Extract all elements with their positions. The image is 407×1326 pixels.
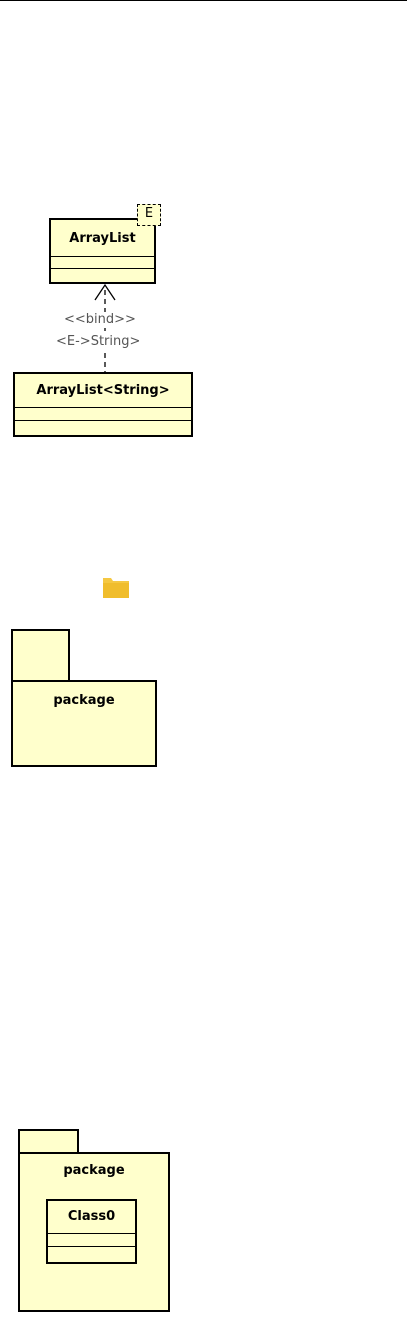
operations-compartment (15, 421, 191, 435)
bound-class-arraylist-string[interactable]: ArrayList<String> (13, 372, 193, 437)
class-name: ArrayList (51, 220, 154, 257)
top-border-line (0, 0, 407, 1)
package-2-tab (18, 1129, 79, 1154)
operations-compartment (48, 1247, 135, 1262)
attributes-compartment (51, 257, 154, 269)
bind-stereotype-label: <<bind>> (64, 312, 136, 328)
bind-substitution-label: <E->String> (56, 334, 141, 350)
class-name: Class0 (48, 1201, 135, 1234)
attributes-compartment (48, 1234, 135, 1247)
package-1-name: package (53, 693, 115, 708)
package-tab (11, 629, 70, 682)
package-2-name: package (63, 1163, 125, 1178)
class-class0[interactable]: Class0 (46, 1199, 137, 1264)
class-name: ArrayList<String> (15, 374, 191, 408)
type-parameter-box: E (137, 204, 161, 226)
template-class-arraylist[interactable]: ArrayList (49, 218, 156, 284)
package-1[interactable] (11, 680, 157, 767)
attributes-compartment (15, 408, 191, 421)
